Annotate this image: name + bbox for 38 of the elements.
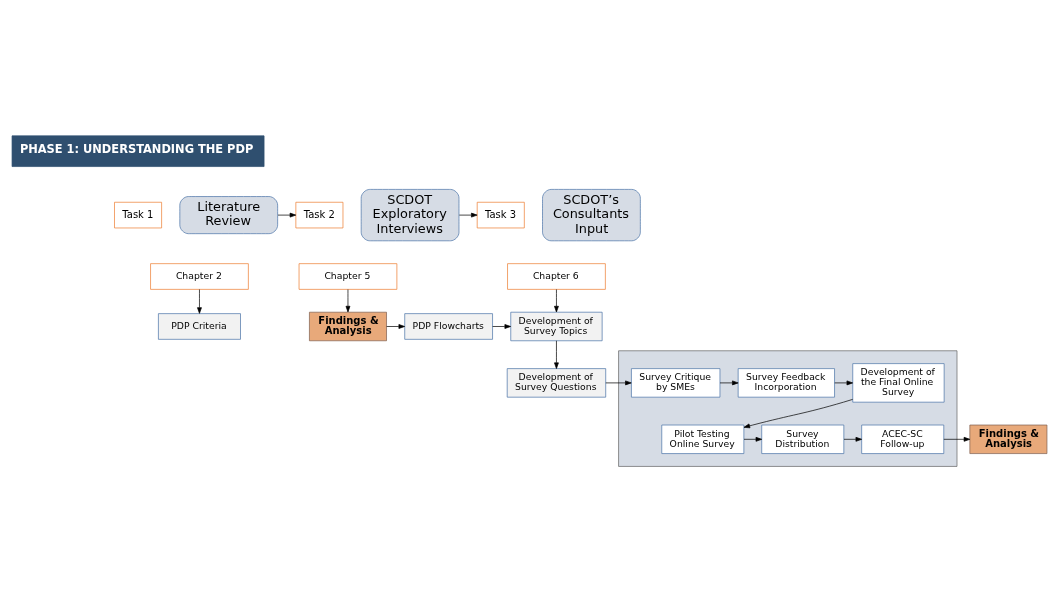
cluster — [618, 350, 958, 467]
node-box: Development of the Final Online Survey — [852, 363, 945, 403]
arrow — [943, 436, 971, 442]
arrow — [554, 340, 559, 369]
node-box: Chapter 5 — [298, 263, 398, 290]
arrow — [719, 380, 739, 386]
arrow — [458, 212, 478, 218]
arrow — [554, 289, 559, 313]
node-box: Development of Survey Questions — [506, 368, 607, 398]
node-box: Task 3 — [476, 201, 525, 229]
node-box: Survey Feedback Incorporation — [737, 368, 835, 398]
arrow — [743, 436, 763, 442]
node-box: Findings & Analysis — [969, 424, 1048, 454]
node-box: ACEC-SC Follow-up — [861, 424, 945, 454]
arrow — [843, 436, 862, 442]
arrow — [743, 399, 853, 429]
node-box: Chapter 2 — [150, 263, 249, 290]
node-box: PDP Flowcharts — [404, 313, 493, 340]
node-box: Survey Distribution — [761, 424, 845, 454]
arrow — [605, 380, 632, 386]
arrow — [492, 324, 511, 329]
node-box: PDP Criteria — [158, 313, 241, 340]
node-box: Literature Review — [179, 196, 278, 235]
arrow — [386, 324, 405, 329]
node-box: Task 2 — [295, 201, 344, 229]
node-box: Development of Survey Topics — [510, 311, 603, 342]
arrow — [197, 289, 202, 314]
node-box: Task 1 — [114, 201, 162, 229]
node-box: Survey Critique by SMEs — [631, 368, 721, 398]
node-box: Pilot Testing Online Survey — [661, 424, 745, 454]
node-box: SCDOT Exploratory Interviews — [360, 189, 460, 242]
node-box: SCDOT’s Consultants Input — [542, 189, 641, 242]
arrow — [277, 212, 297, 218]
node-box: PHASE 1: UNDERSTANDING THE PDP — [11, 135, 265, 167]
arrow — [834, 380, 853, 386]
node-box: Chapter 6 — [507, 263, 606, 290]
node-box: Findings & Analysis — [309, 311, 387, 342]
arrow — [345, 289, 351, 313]
